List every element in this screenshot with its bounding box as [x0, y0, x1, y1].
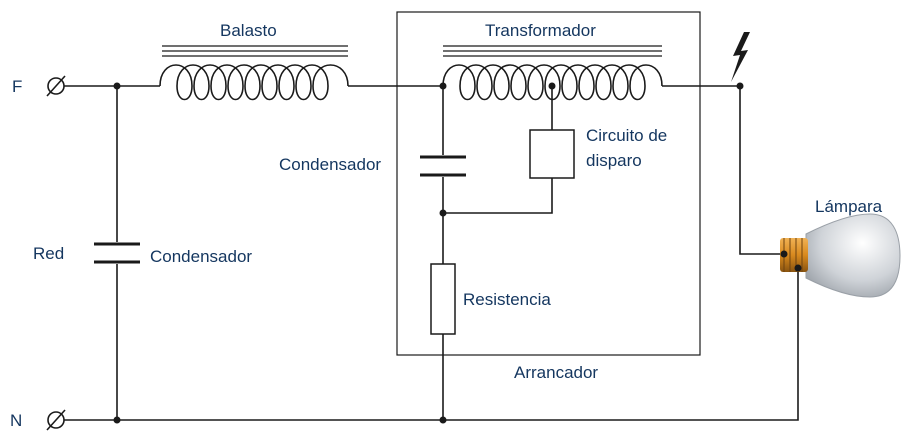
junction-dot: [113, 416, 121, 424]
resistor-label: Resistencia: [463, 290, 551, 309]
trigger-circuit-label-line2: disparo: [586, 151, 642, 170]
trigger-circuit-label-line1: Circuito de: [586, 126, 667, 145]
starter-label: Arrancador: [514, 363, 598, 382]
wire-neutral: [64, 268, 799, 421]
wire-trigger-return: [443, 178, 553, 214]
neutral-label: N: [10, 411, 22, 430]
junction-dot: [113, 82, 121, 90]
network-capacitor-label: Condensador: [150, 247, 252, 266]
starter-capacitor-label: Condensador: [279, 155, 381, 174]
wire-transformer-lamp: [662, 85, 784, 255]
ballast-label: Balasto: [220, 21, 277, 40]
starter-capacitor: [420, 155, 466, 177]
trigger-circuit-box: [529, 129, 575, 179]
junction-dot: [548, 82, 556, 90]
lightning-bolt-icon: [731, 32, 750, 82]
hid-lamp-bulb-icon: [780, 213, 901, 298]
junction-dot: [736, 82, 744, 90]
junction-dot: [439, 416, 447, 424]
junction-dot: [794, 264, 802, 272]
junction-dot: [439, 82, 447, 90]
phase-label: F: [12, 77, 22, 96]
transformer-label: Transformador: [485, 21, 596, 40]
network-capacitor: [94, 242, 140, 264]
junction-dot: [439, 209, 447, 217]
ballast-coil: [159, 45, 349, 101]
junction-dot: [780, 250, 788, 258]
starter-enclosure: [396, 11, 701, 356]
lamp-label: Lámpara: [815, 197, 883, 216]
neutral-terminal-icon: [46, 409, 66, 431]
network-label: Red: [33, 244, 64, 263]
resistor: [430, 263, 456, 335]
phase-terminal-icon: [46, 75, 66, 97]
